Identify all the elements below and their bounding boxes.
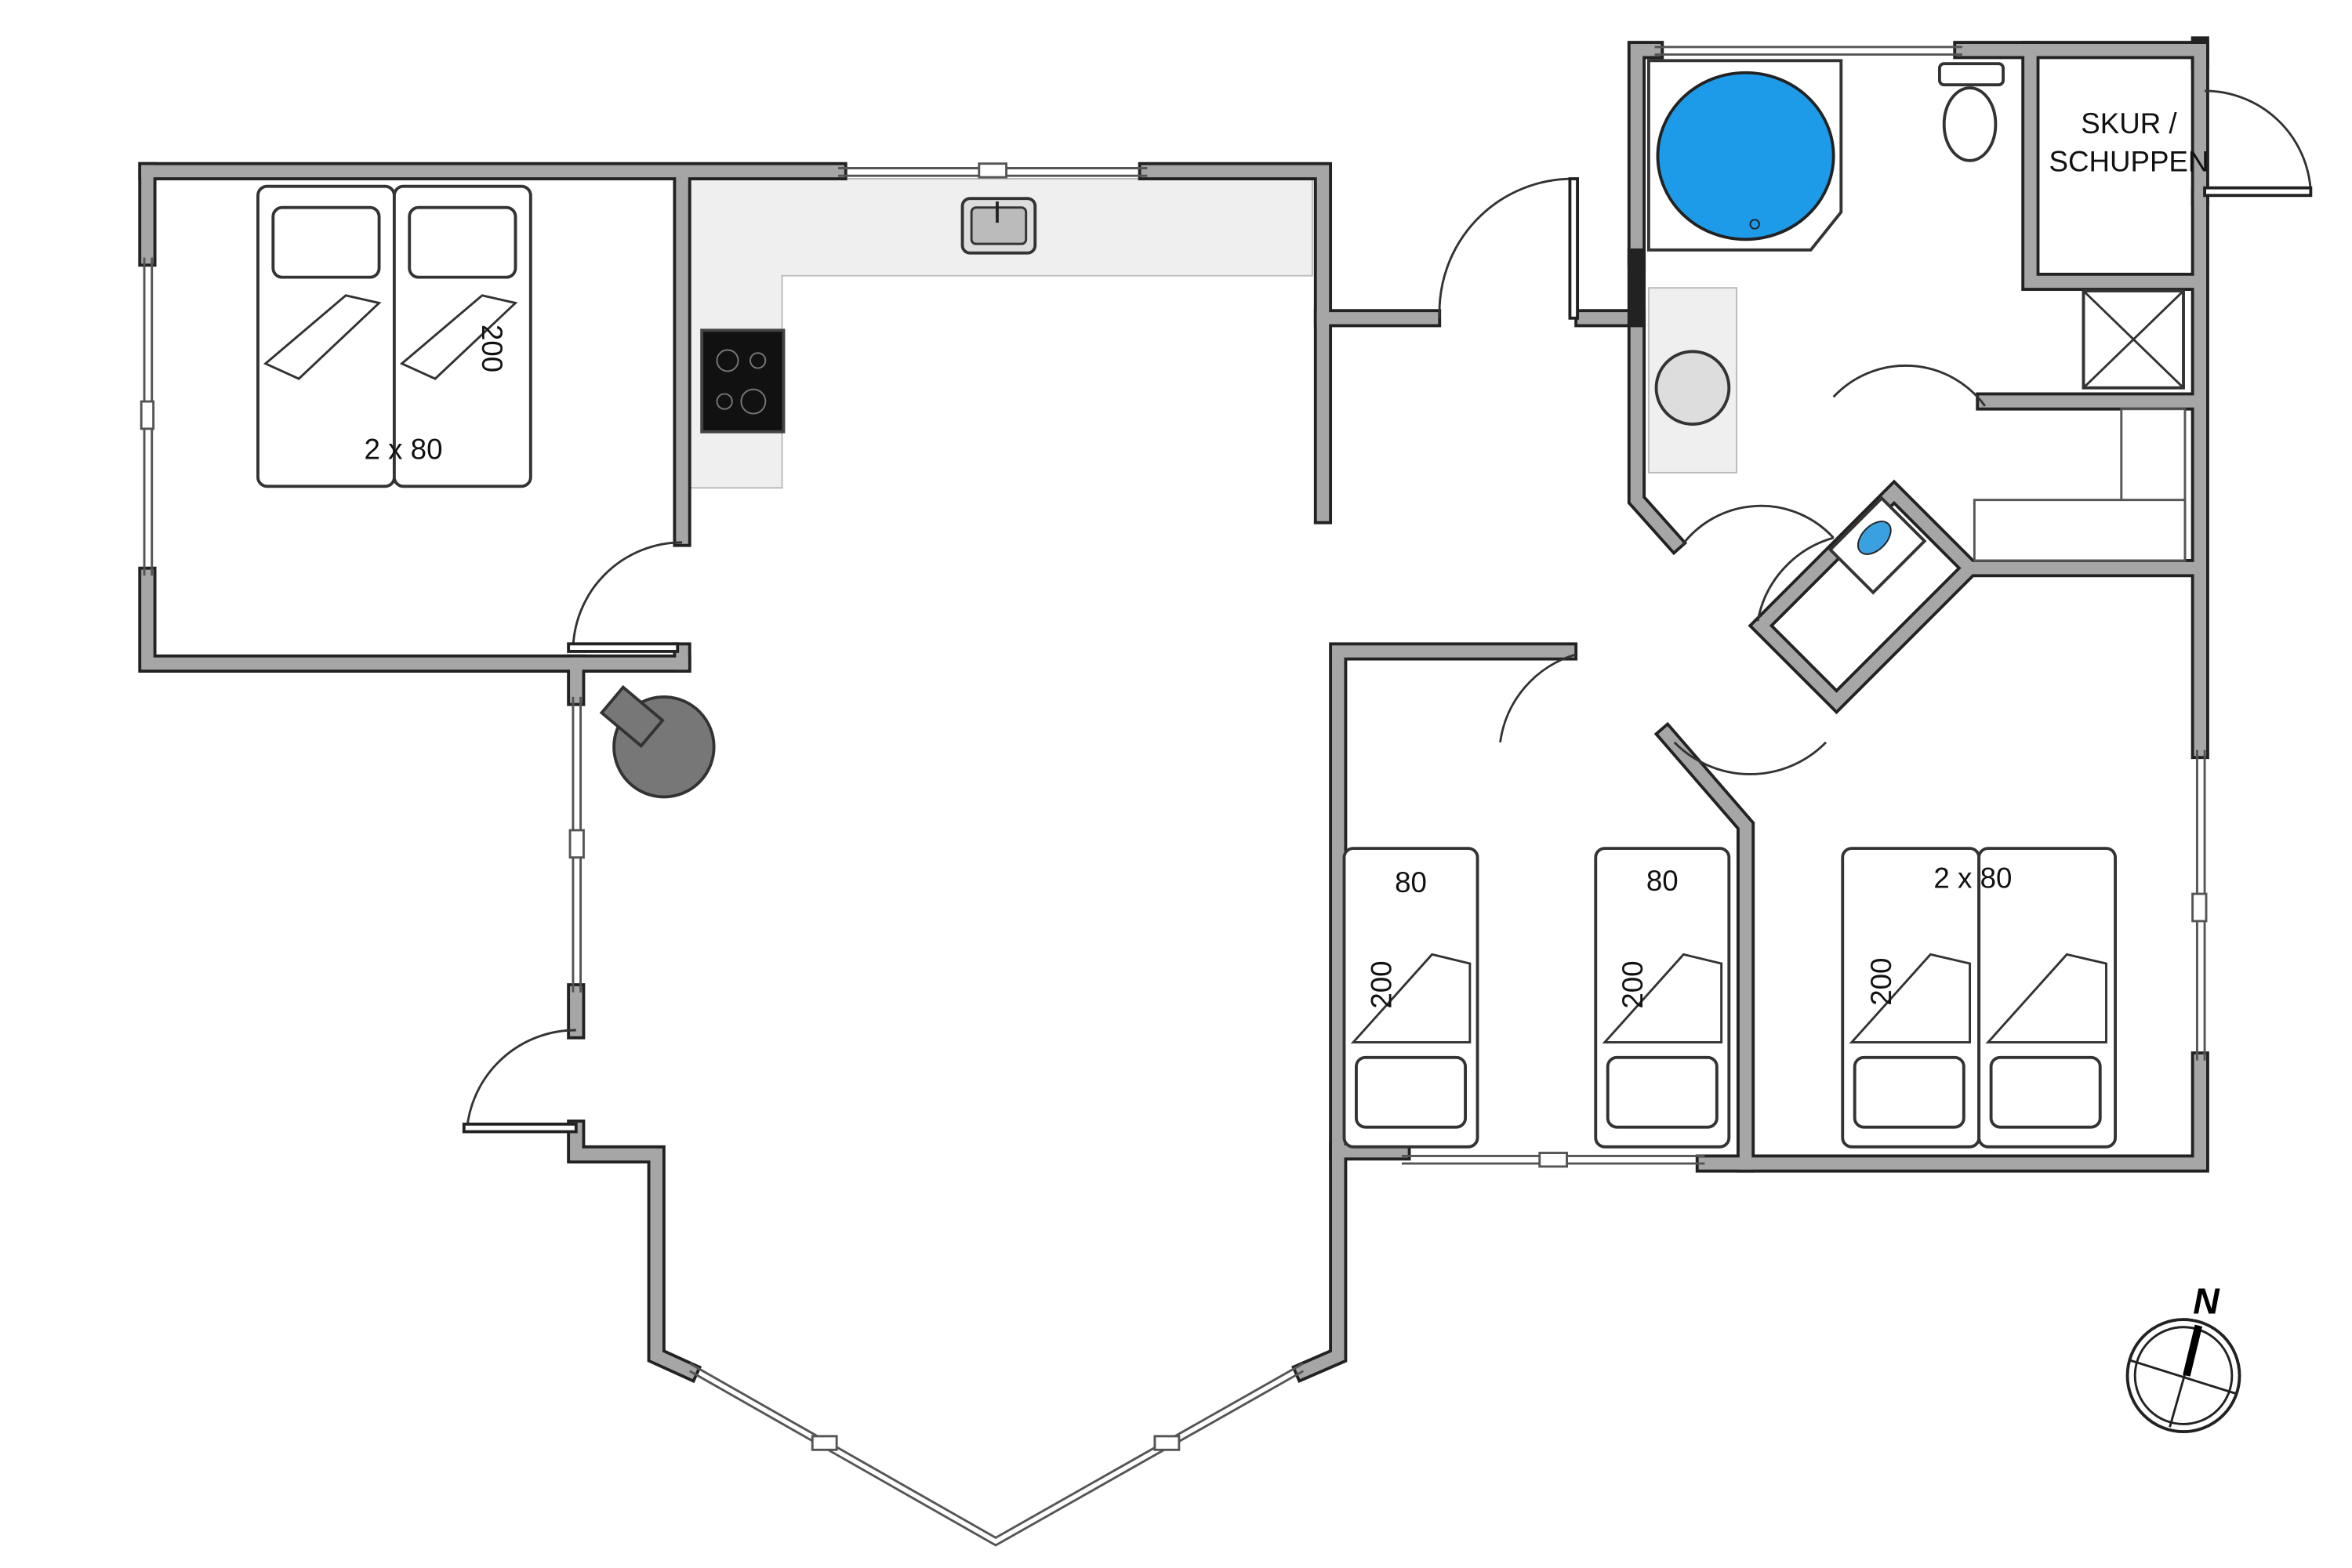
sauna-bench [1973,408,2187,562]
kitchen-sink-icon [960,197,1037,255]
single-bed-a: 80 200 [1342,847,1479,1149]
washbasin-icon [1647,287,1737,474]
bed-length-label: 200 [1617,960,1649,1008]
double-bed-bedroom-3: 2 x 80 200 [1841,847,2117,1149]
walls [138,36,2209,1384]
bed-length-label: 200 [1865,958,1897,1006]
toilet-icon [1937,62,2005,162]
bathtub-icon [1646,59,1843,252]
double-bed-bedroom-1: 2 x 80 200 [256,184,532,488]
bed-length-label: 200 [476,325,508,372]
doors [462,89,2313,1134]
shed-label-line2: SCHUPPEN [2049,145,2209,177]
stove-wood-icon [599,684,716,799]
single-bed-b: 80 200 [1594,847,1731,1149]
compass-icon: N [2125,1280,2241,1434]
bed-width-label: 2 x 80 [1933,862,2012,894]
shed-label-line1: SKUR / [2081,107,2177,140]
shower-icon [2082,289,2185,390]
bed-width-label: 80 [1646,865,1679,897]
stove-icon [700,328,786,434]
bed-width-label: 80 [1395,866,1427,898]
washing-machine-icon [1828,495,1927,595]
compass-north-label: N [2193,1280,2220,1321]
bed-length-label: 200 [1365,960,1397,1008]
windows [140,45,2208,1547]
bed-width-label: 2 x 80 [365,434,443,466]
